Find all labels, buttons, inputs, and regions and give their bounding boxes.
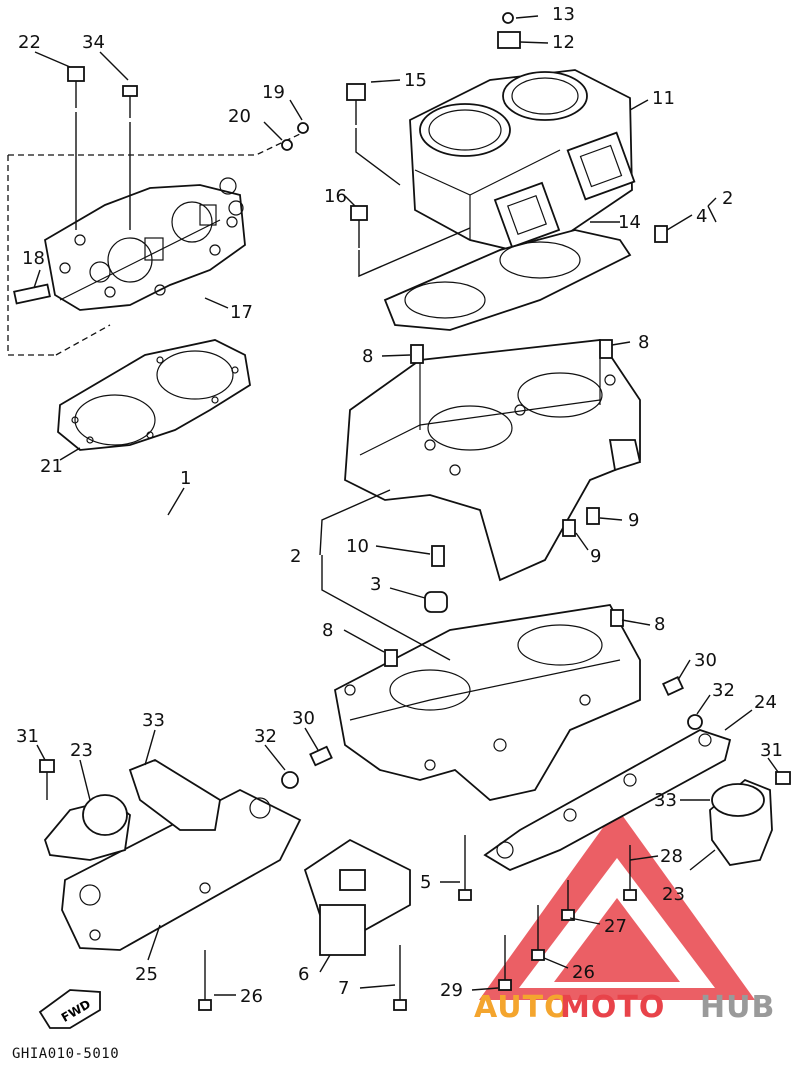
watermark-moto: MOTO [560,990,665,1025]
callout-labels: 13 12 22 34 15 11 19 20 2 4 16 14 18 17 … [16,4,783,1007]
callout-33-right: 33 [654,790,677,811]
callout-24: 24 [754,692,777,713]
callout-14: 14 [618,212,641,233]
callout-32-left: 32 [254,726,277,747]
callout-2-mid: 2 [290,546,301,567]
callout-23-left: 23 [70,740,93,761]
watermark-hub: HUB [700,990,775,1025]
callout-29: 29 [440,980,463,1001]
callout-8-lower-right: 8 [654,614,665,635]
callout-32-right: 32 [712,680,735,701]
callout-10: 10 [346,536,369,557]
callout-27: 27 [604,916,627,937]
lower-crankcase-group [333,604,641,801]
callout-9-upper: 9 [628,510,639,531]
callout-25: 25 [135,964,158,985]
callout-15: 15 [404,70,427,91]
callout-9-lower: 9 [590,546,601,567]
callout-4: 4 [696,206,707,227]
callout-8-upper-right: 8 [638,332,649,353]
callout-7: 7 [338,978,349,999]
callout-22: 22 [18,32,41,53]
callout-2-top: 2 [722,188,733,209]
fwd-arrow-icon: FWD [38,989,101,1029]
callout-11: 11 [652,88,675,109]
callout-18: 18 [22,248,45,269]
callout-3: 3 [370,574,381,595]
callout-28: 28 [660,846,683,867]
cylinder-head-group [7,66,309,451]
callout-19: 19 [262,82,285,103]
callout-16: 16 [324,186,347,207]
cylinder-block-group [346,12,668,331]
callout-8-upper-left: 8 [362,346,373,367]
callout-13: 13 [552,4,575,25]
callout-6: 6 [298,964,309,985]
drawing-code: GHIA010-5010 [12,1046,120,1062]
callout-12: 12 [552,32,575,53]
callout-33-left: 33 [142,710,165,731]
callout-23-right: 23 [662,884,685,905]
callout-26-right: 26 [572,962,595,983]
callout-5: 5 [420,872,431,893]
callout-31-right: 31 [760,740,783,761]
watermark-auto: AUTO [474,990,571,1025]
callout-30-right: 30 [694,650,717,671]
callout-21: 21 [40,456,63,477]
callout-1: 1 [180,468,191,489]
callout-8-lower-left: 8 [322,620,333,641]
upper-crankcase-group [344,339,642,613]
callout-20: 20 [228,106,251,127]
leader-lines [33,15,779,996]
callout-34: 34 [82,32,105,53]
callout-30-left: 30 [292,708,315,729]
callout-31-left: 31 [16,726,39,747]
engine-mount-group: FWD [38,675,791,1029]
watermark-logo: AUTO MOTO HUB [474,808,775,1025]
callout-26-left: 26 [240,986,263,1007]
callout-17: 17 [230,302,253,323]
